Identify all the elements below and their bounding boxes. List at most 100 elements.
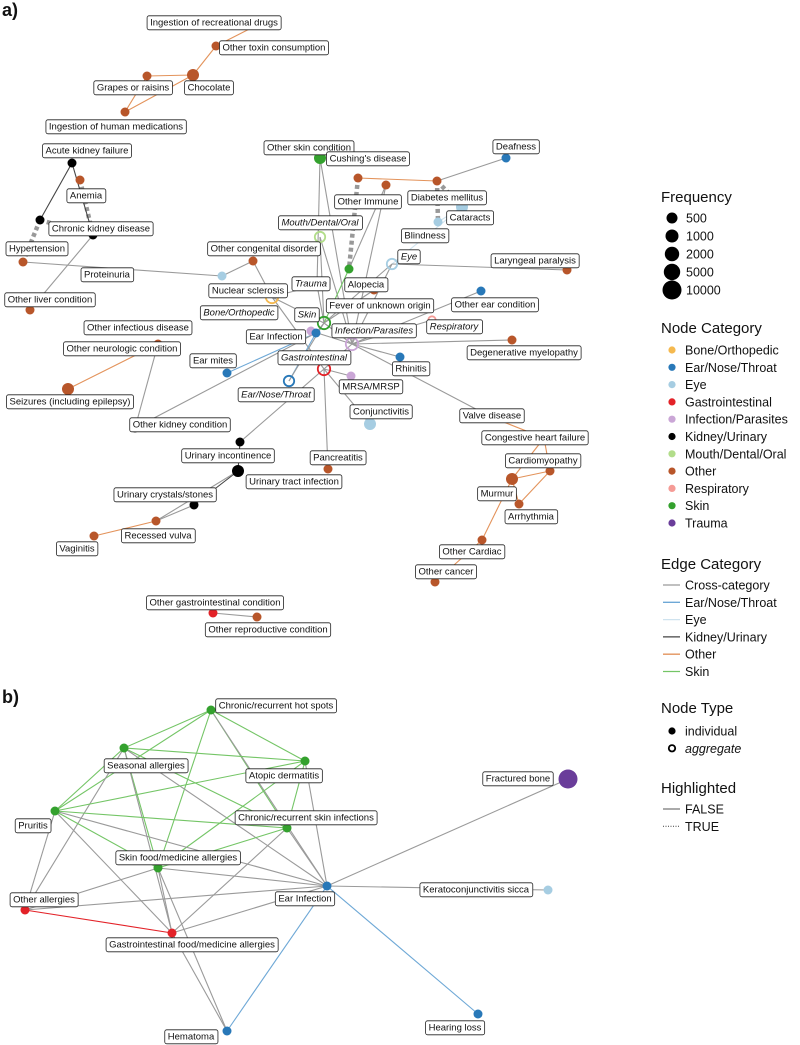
node-label-deafness: Deafness [492,139,540,155]
legend-frequency-label: 10000 [686,284,721,298]
edge-hotspots-earinfb [210,709,328,887]
node-skinfood[interactable] [153,863,163,873]
node-ent[interactable] [282,374,296,388]
node-hearing[interactable] [473,1009,483,1019]
node-cardiomyopathy[interactable] [545,466,555,476]
node-label-text: Chronic/recurrent hot spots [219,700,334,711]
node-pruritis[interactable] [50,806,60,816]
node-alopecia[interactable] [344,264,354,274]
node-label-text: Eye [401,251,417,262]
legend-category-label: Other [685,465,716,479]
node-label-text: Respiratory [430,321,480,332]
node-label-box [415,564,477,580]
node-incontinence[interactable] [235,437,245,447]
legend-category-label: Infection/Parasites [685,413,788,427]
node-aki[interactable] [67,158,77,168]
node-toxin[interactable] [211,41,221,51]
node-arrhythmia[interactable] [514,499,524,509]
node-label-text: Ingestion of recreational drugs [150,17,278,28]
node-label-text: Proteinuria [84,269,131,280]
node-othercardiac[interactable] [477,535,487,545]
node-label-text: Alopecia [348,279,385,290]
node-gicond[interactable] [208,608,218,618]
node-label-chf: Congestive heart failure [481,430,589,446]
node-label-text: Other neurologic condition [67,343,178,354]
node-label-box [55,541,99,557]
node-seizures[interactable] [62,383,74,395]
node-humanmed[interactable] [120,107,130,117]
node-eye[interactable] [385,257,399,271]
node-label-text: Chronic/recurrent skin infections [238,812,374,823]
node-label-bone: Bone/Orthopedic [199,305,279,321]
node-diabetes[interactable] [432,176,442,186]
node-label-box [490,253,580,269]
node-seasonal[interactable] [119,743,129,753]
node-label-otherimmune: Other Immune [334,194,402,210]
node-crystals[interactable] [189,500,199,510]
node-skin[interactable] [316,315,332,331]
node-gifood[interactable] [167,928,177,938]
node-earinf[interactable] [311,328,321,338]
node-cushings[interactable] [353,173,363,183]
node-grapes[interactable] [142,71,152,81]
legend-category-swatch [668,346,676,354]
node-earinfb[interactable] [322,881,332,891]
node-label-text: Congestive heart failure [485,432,585,443]
node-label-box [45,119,187,135]
node-othercancer[interactable] [430,577,440,587]
node-label-neuro: Other neurologic condition [63,341,181,357]
legend-category-swatch [668,519,676,527]
node-kcs[interactable] [543,885,553,895]
node-label-crystals: Urinary crystals/stones [113,487,217,503]
node-label-box [207,241,321,257]
legend-edge-label: Cross-category [685,579,770,593]
node-chocolate[interactable] [187,69,199,81]
node-label-text: Vaginitis [59,543,94,554]
node-mrsa[interactable] [346,371,356,381]
edge-pruritis-earinfb [54,810,328,887]
node-otherallergies[interactable] [20,905,30,915]
node-label-text: Skin food/medicine allergies [119,852,238,863]
node-pancreatitis[interactable] [323,464,333,474]
node-liver[interactable] [25,305,35,315]
node-nuclear[interactable] [217,271,227,281]
node-otherimmune[interactable] [381,180,391,190]
legend-category-swatch [668,363,676,371]
node-label-box [477,486,517,502]
node-repro[interactable] [252,612,262,622]
node-hotspots[interactable] [206,705,216,715]
node-anemia[interactable] [75,175,85,185]
legend-category-swatch [668,398,676,406]
node-congenital[interactable] [248,256,258,266]
node-label-text: Skin [298,309,316,320]
node-otherear[interactable] [476,286,486,296]
edge-alopecia-skin [323,268,350,324]
node-rhinitis[interactable] [395,352,405,362]
node-earmites[interactable] [222,368,232,378]
node-blindness[interactable] [433,217,443,227]
node-label-eye: Eye [397,249,421,265]
node-label-anemia: Anemia [66,188,107,204]
node-label-box [481,430,589,446]
node-murmur[interactable] [506,473,518,485]
node-vaginitis[interactable] [89,531,99,541]
node-ckd[interactable] [35,215,45,225]
edge-neuro-okd [134,343,159,429]
node-hematoma[interactable] [222,1026,232,1036]
node-fractured[interactable] [558,769,578,789]
node-label-box [146,15,282,31]
edge-earinfb-hearing [326,885,479,1015]
node-label-skinfood: Skin food/medicine allergies [115,850,241,866]
node-hypertension[interactable] [18,257,28,267]
node-label-text: Other Cardiac [442,546,501,557]
node-uti[interactable] [232,465,244,477]
node-skininf[interactable] [282,823,292,833]
node-deafness[interactable] [501,153,511,163]
node-label-text: Pancreatitis [313,452,363,463]
node-atopic[interactable] [300,756,310,766]
node-vulva[interactable] [151,516,161,526]
node-degmyelo[interactable] [507,335,517,345]
node-conjunctivitis[interactable] [364,418,376,430]
